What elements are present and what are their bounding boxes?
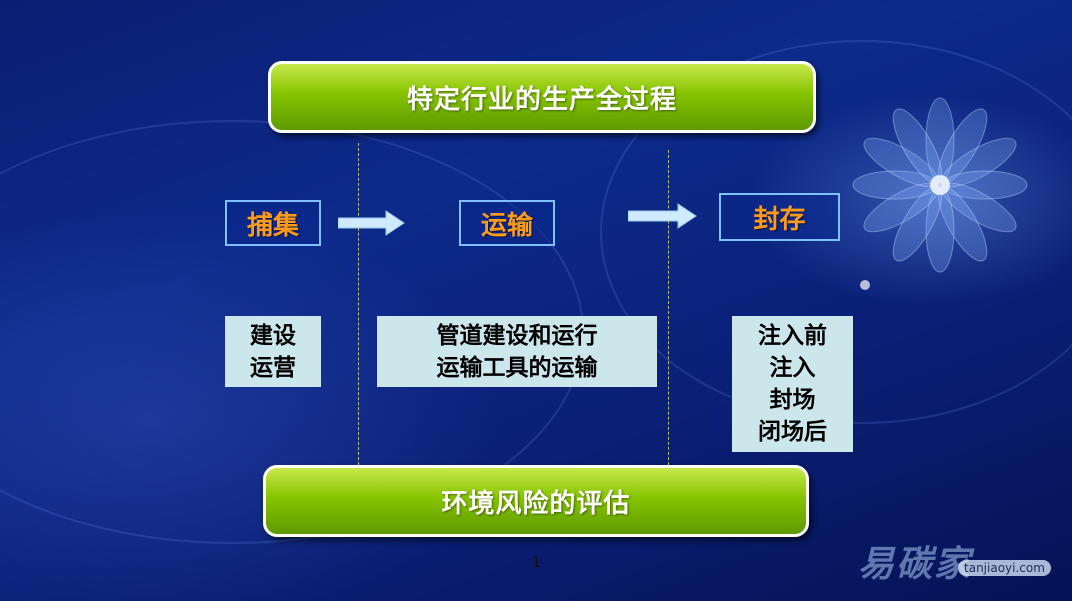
watermark-sub-text: tanjiaoyi.com xyxy=(958,560,1051,576)
separator-line xyxy=(358,143,359,465)
detail-line: 运输工具的运输 xyxy=(436,354,598,381)
watermark-site: tanjiaoyi xyxy=(964,561,1016,575)
watermark-domain: .com xyxy=(1015,561,1045,575)
detail-line: 管道建设和运行 xyxy=(436,322,598,349)
stage-transport: 运输 xyxy=(459,200,555,246)
stage-transport-label: 运输 xyxy=(480,210,533,241)
detail-line: 闭场后 xyxy=(758,419,827,445)
risk-assessment-bar: 环境风险的评估 xyxy=(263,465,809,537)
stage-capture: 捕集 xyxy=(225,200,321,246)
capture-details: 建设 运营 xyxy=(225,316,321,387)
arrow-right-icon xyxy=(338,210,405,236)
detail-line: 运营 xyxy=(250,354,296,381)
process-title-bar: 特定行业的生产全过程 xyxy=(268,61,816,133)
separator-line xyxy=(668,150,669,465)
risk-assessment-text: 环境风险的评估 xyxy=(441,488,631,519)
detail-line: 封场 xyxy=(769,387,816,413)
flower-decoration xyxy=(852,97,1028,290)
watermark-logo: 易碳家 tanjiaoyi.com xyxy=(858,535,1051,587)
detail-line: 注入前 xyxy=(758,323,827,349)
watermark-main-text: 易碳家 xyxy=(858,544,973,585)
detail-line: 建设 xyxy=(250,322,296,349)
stage-storage: 封存 xyxy=(719,193,840,241)
page-number: 1 xyxy=(532,555,541,571)
transport-details: 管道建设和运行 运输工具的运输 xyxy=(377,316,657,387)
stage-capture-label: 捕集 xyxy=(246,210,299,241)
process-title-text: 特定行业的生产全过程 xyxy=(406,84,677,115)
arrow-right-icon xyxy=(628,203,697,229)
storage-details: 注入前 注入 封场 闭场后 xyxy=(732,316,853,452)
stage-storage-label: 封存 xyxy=(753,204,806,235)
detail-line: 注入 xyxy=(769,355,816,381)
